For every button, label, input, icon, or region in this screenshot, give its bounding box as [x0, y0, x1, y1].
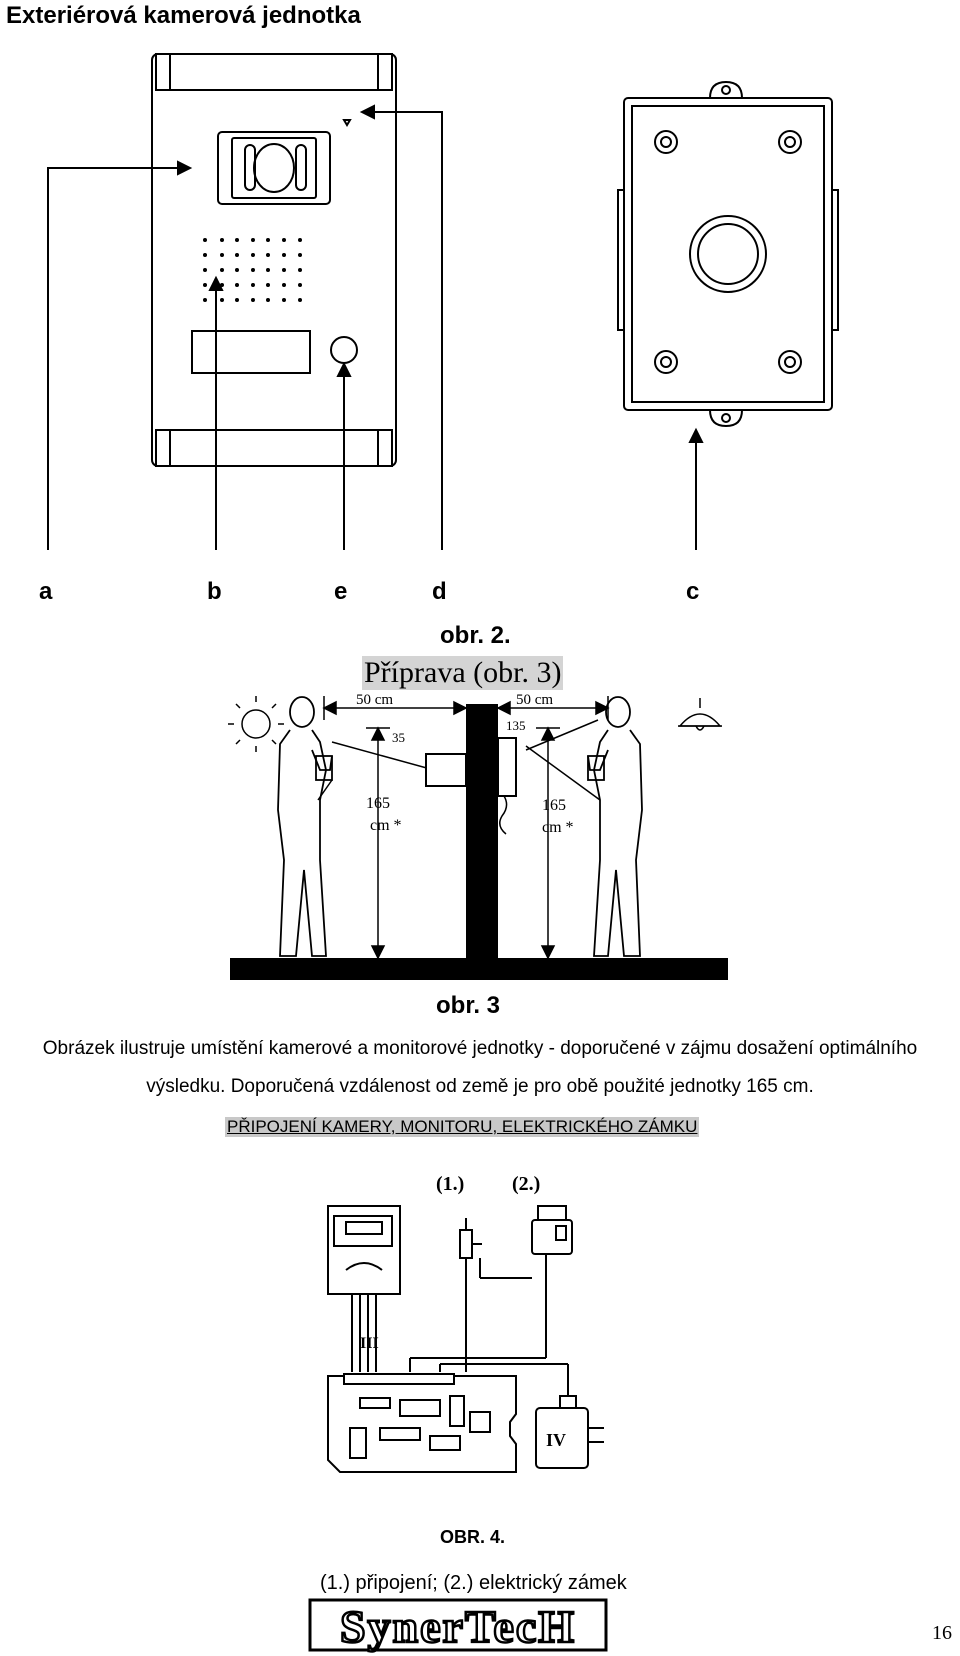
figure-2-diagram — [47, 53, 839, 550]
sun-icon — [228, 696, 284, 752]
height-left-number: 165 — [366, 795, 390, 812]
page-number: 16 — [932, 1622, 952, 1644]
paragraph-line-1: Obrázek ilustruje umístění kamerové a mo… — [42, 1038, 918, 1059]
label-e: e — [334, 578, 348, 605]
label-a: a — [39, 578, 53, 605]
angle-left-label: 35 — [392, 730, 405, 745]
figure-3-title: Příprava (obr. 3) — [362, 656, 564, 690]
height-right-unit: cm * — [542, 819, 574, 836]
person-right — [587, 696, 643, 957]
dimension-lines — [317, 696, 610, 960]
figure-2-caption: obr. 2. — [440, 622, 511, 649]
wall — [466, 704, 498, 964]
synertech-logo: SynerTecH — [308, 1598, 608, 1653]
label-arrows — [47, 104, 704, 550]
label-b: b — [207, 578, 222, 605]
label-c: c — [686, 578, 700, 605]
figure-4-caption: OBR. 4. — [440, 1527, 506, 1547]
speaker-grid — [203, 238, 302, 302]
monitor-box — [327, 1205, 401, 1295]
figure-4-diagram: (1.) (2.) III IV — [327, 1173, 604, 1473]
label-lock-2: (2.) — [512, 1173, 540, 1195]
lamp-icon — [678, 698, 722, 731]
figure-3-diagram: 50 cm 50 cm 35 135 165 cm * 165 cm * — [228, 692, 728, 980]
page-heading: Exteriérová kamerová jednotka — [6, 2, 361, 29]
section-title: PŘIPOJENÍ KAMERY, MONITORU, ELEKTRICKÉHO… — [225, 1117, 700, 1137]
angle-right-label: 135 — [506, 718, 526, 733]
paragraph-line-2: výsledku. Doporučená vzdálenost od země … — [146, 1076, 814, 1097]
height-right-number: 165 — [542, 797, 566, 814]
ground — [230, 958, 728, 980]
camera-front-panel — [151, 53, 397, 467]
label-connection-1: (1.) — [436, 1173, 464, 1195]
label-IV: IV — [546, 1430, 566, 1450]
dim-left-label: 50 cm — [356, 692, 393, 708]
height-left-unit: cm * — [370, 817, 402, 834]
camera-unit — [425, 753, 467, 787]
label-d: d — [432, 578, 447, 605]
person-left — [277, 696, 333, 957]
figure-3-caption: obr. 3 — [436, 992, 501, 1019]
control-board — [327, 1375, 517, 1473]
label-III: III — [360, 1335, 379, 1352]
figure-4-legend: (1.) připojení; (2.) elektrický zámek — [320, 1572, 627, 1594]
camera-back-box — [617, 80, 839, 428]
monitor-unit — [497, 737, 517, 797]
dim-right-label: 50 cm — [516, 692, 553, 708]
logo-text: SynerTecH — [340, 1601, 576, 1652]
